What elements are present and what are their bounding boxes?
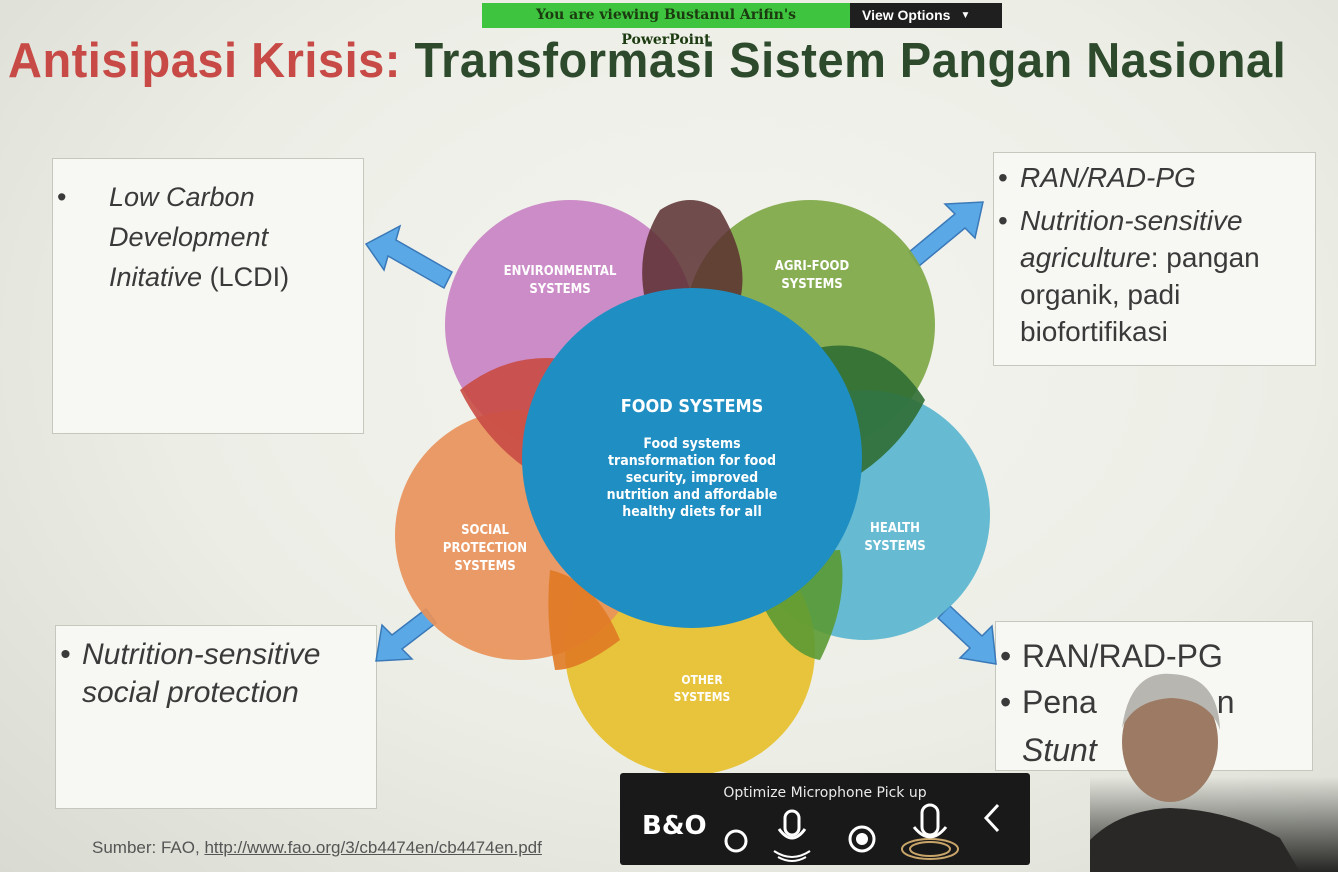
chevron-down-icon: ▼	[960, 10, 971, 21]
center-body-4: nutrition and affordable	[607, 487, 778, 503]
view-options-label: View Options	[862, 7, 951, 23]
env-label-2: SYSTEMS	[529, 282, 590, 297]
slide-title: Antisipasi Krisis: Transformasi Sistem P…	[8, 31, 1286, 89]
microphone-icon[interactable]	[770, 807, 814, 865]
social-label-1: SOCIAL	[461, 523, 509, 538]
lcdi-line3-italic: Initative	[109, 262, 203, 292]
social-protection-box: Nutrition-sensitive social protection	[55, 625, 377, 809]
viewing-notice: You are viewing Bustanul Arifin's PowerP…	[482, 3, 850, 48]
food-systems-center-circle	[522, 288, 862, 628]
center-title: FOOD SYSTEMS	[621, 396, 764, 417]
record-circle-icon[interactable]	[722, 827, 750, 855]
center-body-2: transformation for food	[608, 453, 776, 469]
title-part1: Antisipasi Krisis:	[8, 31, 401, 88]
lcdi-box: Low Carbon Development Initative (LCDI)	[52, 158, 364, 434]
presenter-silhouette	[1090, 673, 1300, 872]
meeting-toolbar: Optimize Microphone Pick up B&O	[620, 773, 1030, 865]
microphone-active-icon[interactable]	[898, 799, 962, 863]
nutrition-agriculture-box: RAN/RAD-PG Nutrition-sensitive agricultu…	[993, 152, 1316, 366]
other-label-2: SYSTEMS	[674, 690, 731, 704]
social-protection-label: Nutrition-sensitive social protection	[82, 638, 321, 709]
chevron-left-icon[interactable]	[980, 801, 1004, 835]
center-body-3: security, improved	[626, 470, 758, 486]
ranrad-label-top: RAN/RAD-PG	[1020, 162, 1196, 193]
bang-olufsen-button[interactable]: B&O	[642, 811, 707, 841]
ranrad-item-top: RAN/RAD-PG	[994, 159, 1315, 196]
agri-label-2: SYSTEMS	[781, 277, 842, 292]
bang-olufsen-logo: B&O	[642, 811, 707, 841]
center-body-1: Food systems	[643, 436, 740, 452]
health-label-2: SYSTEMS	[864, 539, 925, 554]
food-systems-diagram: ENVIRONMENTAL SYSTEMS AGRI-FOOD SYSTEMS …	[395, 200, 990, 775]
nutrition-agriculture-item: Nutrition-sensitive agriculture: pangan …	[994, 202, 1315, 350]
arrow-up-left-icon	[364, 224, 453, 290]
stunting-text-a: Pena	[1022, 684, 1097, 720]
lcdi-line1: Low Carbon	[109, 182, 255, 212]
center-body-5: healthy diets for all	[622, 504, 762, 520]
radio-target-icon[interactable]	[846, 823, 878, 855]
social-label-2: PROTECTION	[443, 541, 527, 556]
view-options-button[interactable]: View Options ▼	[850, 3, 1002, 28]
presenter-video	[1090, 660, 1338, 872]
toolbar-label: Optimize Microphone Pick up	[723, 785, 927, 801]
nutrition-agri-italic: Nutrition-sensitive agriculture	[1020, 205, 1243, 273]
source-prefix: Sumber: FAO,	[92, 838, 205, 857]
social-label-3: SYSTEMS	[454, 559, 515, 574]
other-label-1: OTHER	[681, 673, 723, 687]
nutrition-agri-rest: : pangan organik, padi biofortifikasi	[1020, 242, 1260, 347]
stunting-text-c: Stunt	[1022, 732, 1097, 768]
title-part2: Transformasi Sistem Pangan Nasional	[414, 31, 1287, 88]
agri-label-1: AGRI-FOOD	[775, 259, 850, 274]
source-link[interactable]: http://www.fao.org/3/cb4474en/cb4474en.p…	[204, 838, 542, 857]
lcdi-item: Low Carbon Development Initative (LCDI)	[53, 177, 363, 297]
lcdi-line2: Development	[109, 222, 269, 252]
health-label-1: HEALTH	[870, 521, 920, 536]
lcdi-line3-rest: (LCDI)	[202, 262, 290, 292]
social-protection-item: Nutrition-sensitive social protection	[56, 636, 376, 712]
source-citation: Sumber: FAO, http://www.fao.org/3/cb4474…	[92, 838, 542, 858]
env-label-1: ENVIRONMENTAL	[504, 264, 617, 279]
screen-share-banner: You are viewing Bustanul Arifin's PowerP…	[482, 3, 1002, 48]
arrow-down-right-icon	[936, 604, 997, 665]
